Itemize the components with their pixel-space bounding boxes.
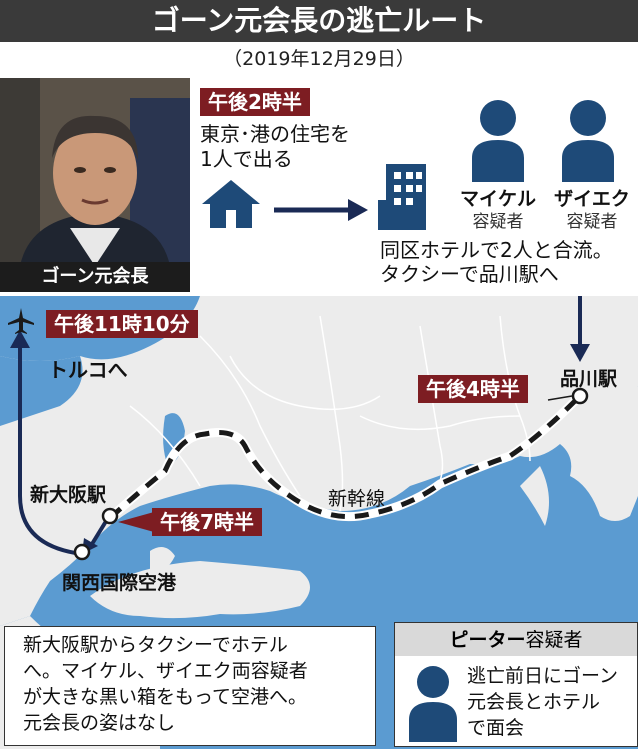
peter-header: ピーター容疑者 (394, 622, 638, 658)
left-info-box: 新大阪駅からタクシーでホテル へ。マイケル、ザイエク両容疑者 が大きな黒い箱をも… (4, 626, 376, 746)
person-name-michael: マイケル (459, 188, 536, 210)
peter-line2: 元会長とホテル (467, 691, 601, 713)
house-icon (202, 180, 260, 228)
peter-line3: で面会 (467, 717, 525, 739)
hotel-desc-line2: タクシーで品川駅へ (380, 262, 559, 286)
peter-line1: 逃亡前日にゴーン (467, 665, 619, 687)
station-kansai-airport: 関西国際空港 (62, 572, 177, 594)
portrait-illustration (0, 78, 190, 266)
station-shinagawa: 品川駅 (560, 368, 618, 390)
portrait-photo (0, 78, 190, 266)
left-box-line2: へ。マイケル、ザイエク両容疑者 (23, 660, 308, 682)
arrow-right-icon (274, 199, 368, 221)
flight-destination: トルコへ (48, 358, 128, 382)
time-badge-step1: 午後2時半 (200, 88, 310, 116)
peter-role: 容疑者 (525, 629, 583, 651)
peter-name: ピーター (449, 629, 526, 651)
step1-desc-line1: 東京･港の住宅を (200, 122, 350, 146)
left-box-line3: が大きな黒い箱をもって空港へ。 (23, 686, 308, 708)
person-name-zayek: ザイエク (554, 188, 630, 210)
left-box-line4: 元会長の姿はなし (23, 712, 176, 734)
date-label: （2019年12月29日） (223, 48, 415, 70)
person-role-michael: 容疑者 (472, 212, 524, 232)
badge-pointer-icon (118, 512, 154, 532)
station-shin-osaka: 新大阪駅 (30, 484, 107, 506)
hotel-desc-line1: 同区ホテルで2人と合流。 (380, 238, 613, 262)
left-box-line1: 新大阪駅からタクシーでホテル (23, 634, 288, 656)
time-badge-flight: 午後11時10分 (46, 310, 198, 338)
hotel-building-icon (378, 164, 426, 230)
photo-caption: ゴーン元会長 (0, 262, 190, 292)
airplane-icon (8, 308, 34, 334)
person-icon-peter (409, 666, 457, 742)
shinkansen-label: 新幹線 (328, 488, 386, 510)
page-title: ゴーン元会長の逃亡ルート (0, 0, 638, 42)
peter-info-box: 逃亡前日にゴーン 元会長とホテル で面会 (394, 656, 638, 747)
person-icon-zayek (562, 100, 614, 182)
time-badge-shin-osaka: 午後7時半 (152, 508, 262, 536)
step1-desc-line2: 1人で出る (200, 147, 293, 171)
person-icon-michael (472, 100, 524, 182)
time-badge-shinagawa: 午後4時半 (418, 375, 528, 403)
person-role-zayek: 容疑者 (566, 212, 618, 232)
